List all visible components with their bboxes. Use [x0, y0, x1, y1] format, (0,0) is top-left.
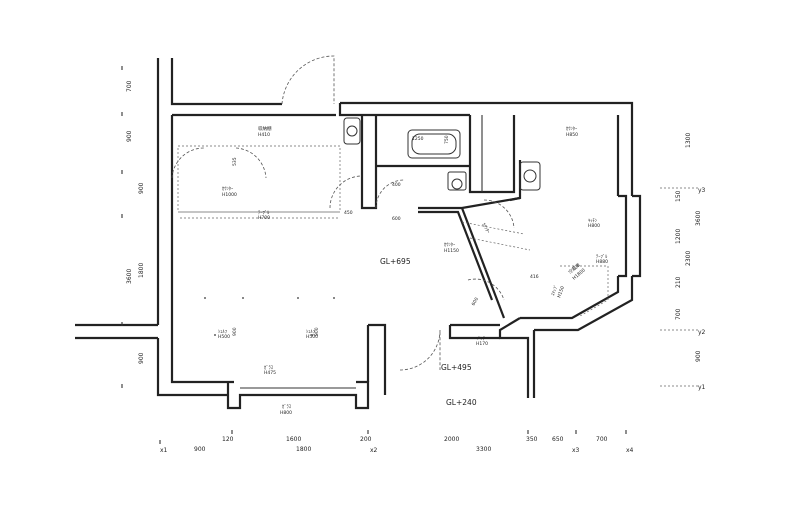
grid-x1: x1: [160, 447, 168, 454]
dim-bottom-120: 120: [222, 436, 234, 443]
low-counter-name: ﾃｰﾌﾞﾙ: [258, 209, 270, 216]
grid-y3: y3: [698, 187, 706, 194]
dim-bottom-700: 700: [596, 436, 608, 443]
interior-dimensions: 1250 750 535 400 600 450 416 600 900 900: [232, 135, 539, 336]
level-entry: GL+495: [441, 363, 472, 372]
left-dimensions: 700 900 900 3600 1800 900: [126, 80, 145, 364]
glass-bottom-height: H800: [280, 410, 292, 416]
dim-left-900b: 900: [138, 182, 145, 194]
dim-600: 600: [392, 216, 401, 222]
shelf-bottom-name: ｶﾞﾗｽ: [264, 364, 274, 371]
dim-bottom-650: 650: [552, 436, 564, 443]
dim-right-2300: 2300: [685, 251, 692, 266]
dim-left-900c: 900: [138, 352, 145, 364]
dim-right-1200: 1200: [675, 229, 682, 244]
dim-right-900: 900: [695, 350, 702, 362]
dim-left-900a: 900: [126, 130, 133, 142]
room-labels: 収納棚 H410 ｶｳﾝﾀｰ H1000 ﾃｰﾌﾞﾙ H700 ｼｪﾙﾌ H50…: [218, 125, 608, 416]
furniture-dots: [204, 297, 335, 336]
grid-y2: y2: [698, 329, 706, 336]
exterior-walls: [75, 58, 642, 410]
dim-bottom-1600: 1600: [286, 436, 301, 443]
dim-left-700: 700: [126, 80, 133, 92]
shelf-left-height: H500: [218, 334, 230, 340]
dim-bottom-3300: 3300: [476, 446, 491, 453]
dim-600b: 600: [471, 296, 481, 307]
dim-900a: 900: [232, 327, 238, 336]
grid-x3: x3: [572, 447, 580, 454]
level-main-floor: GL+695: [380, 257, 411, 266]
table-right-name: ﾃｰﾌﾞﾙ: [596, 253, 608, 260]
shelf-left-name: ｼｪﾙﾌ: [218, 329, 227, 335]
dim-bottom-350: 350: [526, 436, 538, 443]
dim-left-1800: 1800: [138, 263, 145, 278]
dim-left-3600: 3600: [126, 269, 133, 284]
corridor-a-name: ｶｳﾝﾀｰ: [480, 222, 491, 235]
corridor-b-name: ｶｳﾝﾀｰ: [444, 242, 456, 248]
dim-750: 750: [444, 135, 450, 144]
kitchen-height: H800: [588, 223, 600, 229]
low-counter-height: H700: [258, 215, 270, 221]
bottom-dimensions: 120 1600 200 2000 350 650 700 900 1800 3…: [160, 436, 634, 454]
table-right-height: H880: [596, 259, 608, 265]
dim-bottom-900: 900: [194, 446, 206, 453]
dim-450: 450: [344, 210, 353, 216]
storage-top-name: 収納棚: [258, 125, 272, 132]
dim-bottom-1800: 1800: [296, 446, 311, 453]
dim-bottom-200: 200: [360, 436, 372, 443]
dim-right-1300: 1300: [685, 133, 692, 148]
dim-1250: 1250: [412, 136, 424, 142]
door-swings: [171, 55, 515, 371]
counter-left-name: ｶｳﾝﾀｰ: [222, 186, 234, 192]
counter-left-height: H1000: [222, 192, 237, 198]
level-ground: GL+240: [446, 398, 477, 407]
dim-right-3600: 3600: [695, 211, 702, 226]
bench-height: H170: [476, 341, 488, 347]
glass-bottom-name: ｶﾞﾗｽ: [282, 403, 292, 410]
dim-400: 400: [392, 182, 401, 188]
step-height: H150: [556, 285, 566, 298]
dim-900b: 900: [314, 327, 320, 336]
step-name: ｽﾃｯﾌﾟ: [549, 284, 559, 297]
interior-walls: [360, 115, 522, 319]
dim-416: 416: [530, 274, 539, 280]
grid-y1: y1: [698, 384, 706, 391]
level-labels: GL+695 GL+495 GL+240: [380, 257, 477, 407]
corridor-b-height: H1150: [444, 248, 459, 254]
shelf-bottom-height: H475: [264, 370, 276, 376]
shelf-mid-name: ｼｪﾙﾌ: [306, 329, 315, 335]
dim-535: 535: [232, 157, 238, 166]
storage-top-height: H410: [258, 132, 270, 138]
dim-right-700: 700: [675, 308, 682, 320]
right-dimensions: 1300 150 3600 1200 2300 210 700 900 y3 y…: [675, 133, 706, 391]
shelf-mid-height: H500: [306, 334, 318, 340]
dim-bottom-2000: 2000: [444, 436, 459, 443]
counter-right-name: ｶｳﾝﾀｰ: [566, 126, 578, 132]
fixtures: [177, 117, 609, 317]
grid-x2: x2: [370, 447, 378, 454]
counter-right-height: H850: [566, 132, 578, 138]
kitchen-name: ｷｯﾁﾝ: [588, 218, 598, 224]
dim-right-150: 150: [675, 190, 682, 202]
grid-reference-marks: [121, 66, 700, 444]
dim-right-210: 210: [675, 276, 682, 288]
bench-name: ﾍﾞﾝﾁ: [476, 335, 486, 342]
grid-x4: x4: [626, 447, 634, 454]
